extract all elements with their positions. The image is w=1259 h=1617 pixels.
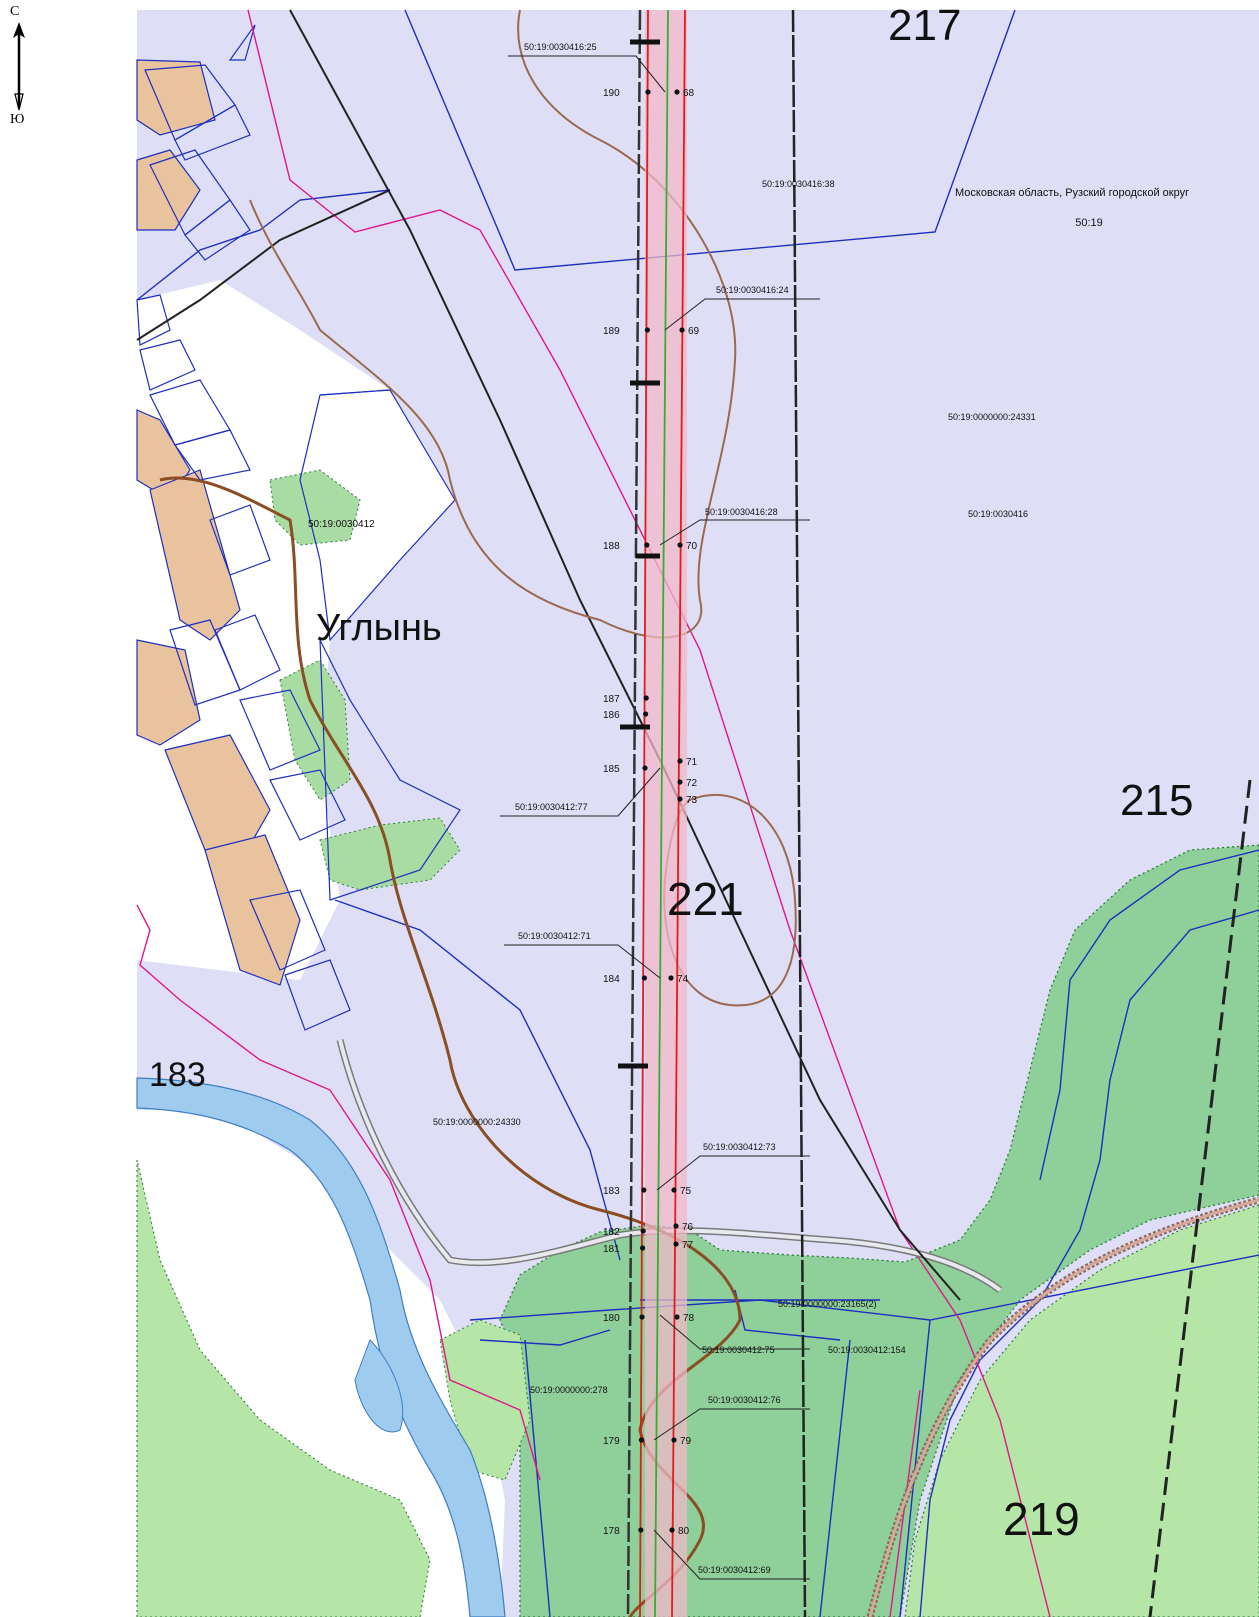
point-marker-72	[677, 779, 683, 785]
point-marker-182	[640, 1228, 646, 1234]
point-marker-77	[673, 1241, 679, 1247]
point-label-181: 181	[603, 1244, 620, 1255]
green-patch-village-1	[269, 469, 361, 546]
parcel-leader-line-6	[504, 944, 661, 979]
point-marker-187	[643, 695, 649, 701]
point-label-75: 75	[680, 1186, 692, 1197]
parcel-leader-line-4	[659, 519, 810, 546]
village-name-label: Углынь	[316, 607, 442, 649]
point-label-188: 188	[603, 541, 620, 552]
point-marker-73	[677, 796, 683, 802]
roads	[336, 1039, 1259, 1617]
point-marker-181	[640, 1245, 646, 1251]
compass-south-label: Ю	[10, 112, 25, 127]
parcel-label-14: 50:19:0030412:69	[698, 1565, 771, 1575]
point-label-187: 187	[603, 694, 620, 705]
point-marker-69	[679, 327, 685, 333]
parcel-label-10: 50:19:0030412:75	[702, 1345, 775, 1355]
point-marker-75	[671, 1187, 677, 1193]
point-marker-179	[638, 1437, 645, 1443]
parcel-label-5: 50:19:0030412:77	[515, 802, 588, 812]
point-label-78: 78	[683, 1313, 695, 1324]
parcel-leader-line-10	[659, 1314, 810, 1350]
point-marker-70	[677, 542, 683, 548]
quarter-label-0030416: 50:19:0030416	[968, 509, 1028, 519]
parcel-leader-line-5	[500, 767, 661, 817]
parcel-label-1: 50:19:0030416:38	[762, 179, 835, 189]
region-code-label: 50:19	[1075, 217, 1103, 229]
point-label-71: 71	[686, 757, 698, 768]
quarter-label-0030412: 50:19:0030412	[308, 519, 375, 530]
point-marker-180	[639, 1314, 645, 1320]
point-marker-76	[673, 1223, 679, 1229]
height-mark-215: 215	[1120, 776, 1193, 825]
point-label-72: 72	[686, 778, 698, 789]
point-marker-188	[644, 542, 650, 548]
point-marker-184	[641, 975, 648, 981]
point-label-186: 186	[603, 710, 620, 721]
point-label-178: 178	[603, 1526, 620, 1537]
parcel-label-9: 50:19:0000000:23165(2)	[778, 1299, 877, 1309]
parcel-label-3: 50:19:0000000:24331	[948, 412, 1036, 422]
meadow-area-southwest	[136, 1159, 431, 1617]
point-label-76: 76	[682, 1222, 694, 1233]
meadow-area-southeast	[904, 1204, 1259, 1617]
point-label-179: 179	[603, 1436, 620, 1447]
height-mark-217: 217	[888, 1, 961, 50]
parcel-label-2: 50:19:0030416:24	[716, 285, 789, 295]
power-line-symbols	[618, 39, 660, 1069]
point-marker-189	[644, 327, 651, 333]
river-backwater	[354, 1339, 404, 1433]
point-marker-78	[674, 1314, 680, 1320]
point-label-68: 68	[683, 88, 695, 99]
point-marker-79	[671, 1437, 677, 1443]
north-arrow-compass: С Ю	[6, 4, 32, 134]
height-mark-219: 219	[1003, 1493, 1080, 1545]
parcel-leader-line-8	[656, 1155, 810, 1191]
height-mark-183: 183	[149, 1056, 206, 1094]
point-marker-68	[674, 89, 680, 95]
parcel-leader-line-13	[653, 1408, 810, 1441]
point-marker-190	[645, 89, 651, 95]
point-marker-71	[677, 758, 683, 764]
point-label-183: 183	[603, 1186, 620, 1197]
point-marker-178	[638, 1527, 644, 1533]
point-label-77: 77	[682, 1240, 694, 1251]
point-label-70: 70	[686, 541, 698, 552]
parcel-label-13: 50:19:0030412:76	[708, 1395, 781, 1405]
parcel-label-12: 50:19:0000000:278	[530, 1385, 608, 1395]
point-marker-80	[669, 1527, 675, 1533]
parcel-label-11: 50:19:0030412:154	[828, 1345, 906, 1355]
point-label-182: 182	[603, 1227, 620, 1238]
point-marker-185	[642, 765, 648, 771]
point-marker-183	[641, 1187, 647, 1193]
parcel-label-4: 50:19:0030416:28	[705, 507, 778, 517]
parcel-label-0: 50:19:0030416:25	[524, 42, 597, 52]
parcel-label-6: 50:19:0030412:71	[518, 931, 591, 941]
point-label-79: 79	[680, 1436, 692, 1447]
corridor-lines	[626, 9, 686, 1617]
point-label-69: 69	[688, 326, 700, 337]
point-label-73: 73	[686, 795, 698, 806]
point-label-184: 184	[603, 974, 620, 985]
compass-north-label: С	[10, 4, 20, 19]
parcel-leader-line-0	[508, 55, 666, 93]
parcel-label-8: 50:19:0030412:73	[703, 1142, 776, 1152]
point-label-185: 185	[603, 764, 620, 775]
point-label-74: 74	[677, 974, 689, 985]
point-label-180: 180	[603, 1313, 620, 1324]
point-label-190: 190	[603, 88, 620, 99]
north-arrow-icon	[13, 22, 25, 111]
point-label-189: 189	[603, 326, 620, 337]
point-label-80: 80	[678, 1526, 690, 1537]
village-parcels	[136, 24, 461, 1031]
point-marker-186	[643, 711, 649, 717]
height-mark-221: 221	[667, 873, 744, 925]
parcel-leader-line-2	[664, 298, 820, 331]
parcel-leader-line-14	[653, 1529, 810, 1580]
region-name-label: Московская область, Рузский городской ок…	[955, 187, 1189, 199]
parcel-label-7: 50:19:0000000:24330	[433, 1117, 521, 1127]
point-marker-74	[668, 975, 674, 981]
